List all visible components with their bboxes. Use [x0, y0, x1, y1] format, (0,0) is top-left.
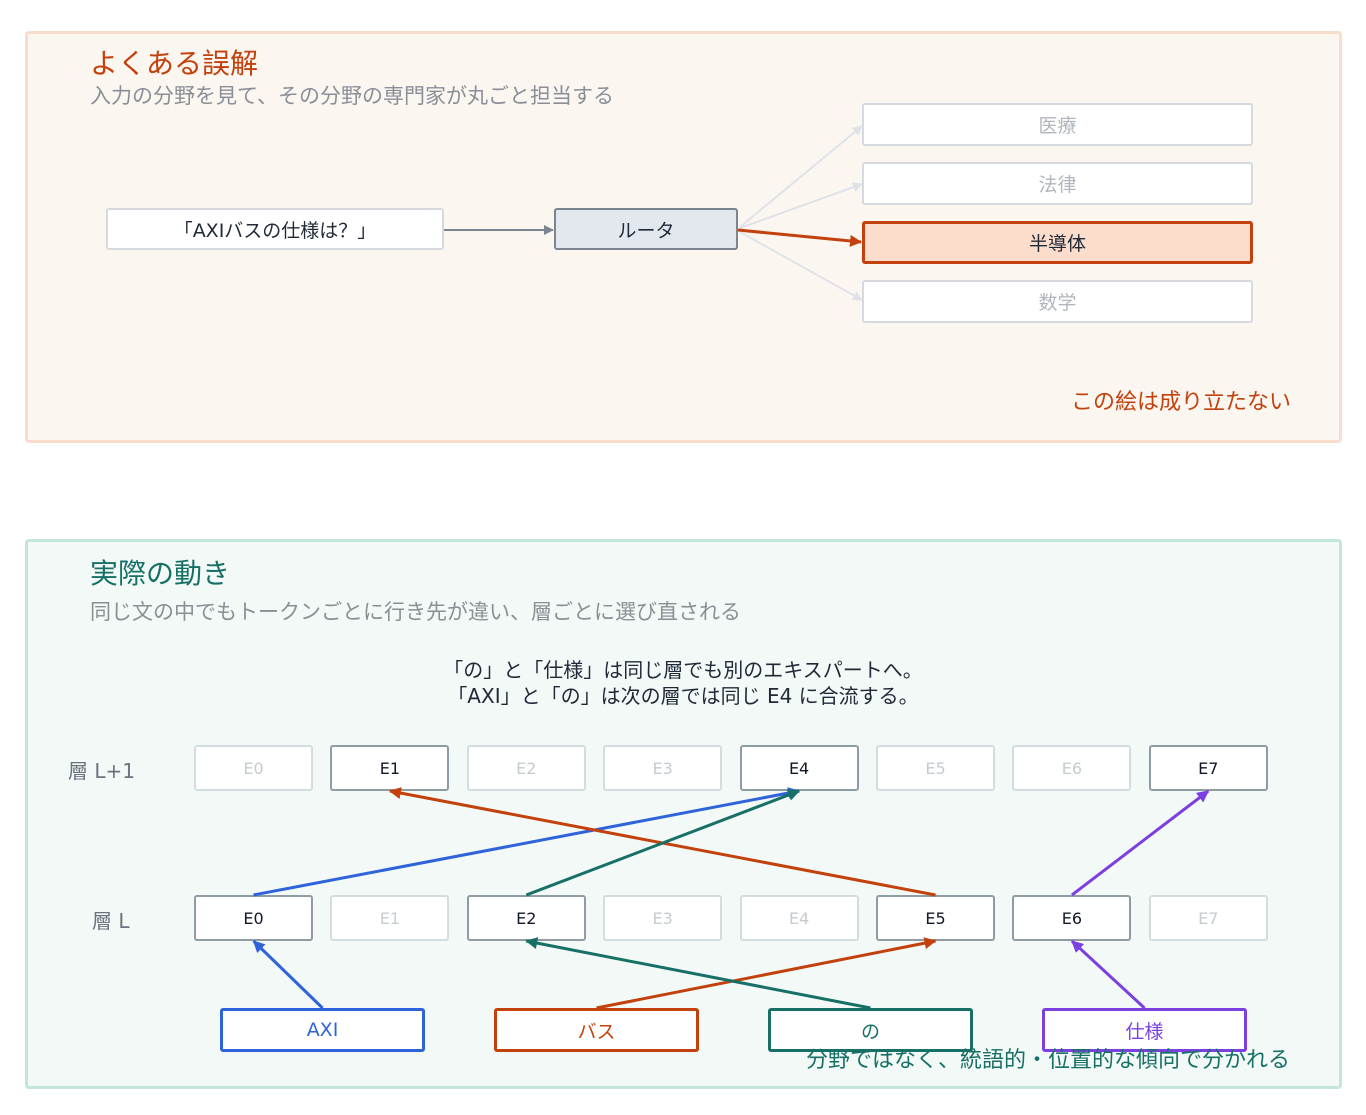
arrow-router-to-semiconductor	[737, 228, 862, 247]
route-token-0-to-layer-l1	[253, 787, 801, 897]
route-token-0-to-layer-l	[252, 939, 324, 1010]
route-token-3-to-layer-l1	[1070, 789, 1210, 897]
layer-lower-label: 層 L	[92, 909, 130, 933]
expert-box-medical: 医療	[862, 103, 1253, 146]
expert-upper-e7: E7	[1148, 745, 1268, 791]
route-token-2-to-layer-l	[525, 937, 871, 1010]
expert-box-math: 数学	[862, 280, 1253, 323]
input-box: 「AXIバスの仕様は？」	[106, 208, 444, 250]
reality-footer: 分野ではなく、統語的・位置的な傾向で分かれる	[805, 1048, 1290, 1073]
route-token-1-to-layer-l	[596, 937, 937, 1010]
misconception-title: よくある誤解	[90, 47, 259, 80]
expert-lower-e1: E1	[330, 895, 450, 941]
misconception-arrows	[444, 125, 863, 301]
reality-subtitle: 同じ文の中でもトークンごとに行き先が違い、層ごとに選び直される	[90, 600, 741, 624]
expert-box-semiconductor: 半導体	[862, 221, 1253, 264]
verdict-text: この絵は成り立たない	[1070, 390, 1291, 415]
route-token-3-to-layer-l	[1070, 939, 1146, 1010]
route-token-2-to-layer-l1	[525, 789, 801, 897]
arrow-router-to-math	[739, 231, 863, 301]
reality-title: 実際の動き	[90, 557, 231, 590]
expert-box-law: 法律	[862, 162, 1253, 205]
expert-upper-e2: E2	[466, 745, 586, 791]
reality-note-line2: 「AXI」と「の」は次の層では同じ E4 に合流する。	[447, 684, 919, 708]
router-box: ルータ	[554, 208, 738, 250]
token-box-0: AXI	[220, 1008, 425, 1052]
expert-lower-e7: E7	[1148, 895, 1268, 941]
token-box-1: バス	[494, 1008, 699, 1052]
expert-lower-e0: E0	[194, 895, 313, 941]
expert-upper-e0: E0	[194, 745, 313, 791]
expert-lower-e6: E6	[1012, 895, 1132, 941]
reality-note-line1: 「の」と「仕様」は同じ層でも別のエキスパートへ。	[443, 658, 923, 682]
expert-lower-e3: E3	[603, 895, 723, 941]
token-box-3: 仕様	[1042, 1008, 1247, 1052]
expert-upper-e6: E6	[1012, 745, 1132, 791]
token-box-2: の	[768, 1008, 973, 1052]
layer-upper-label: 層 L+1	[68, 759, 135, 783]
arrow-router-to-medical	[739, 125, 863, 228]
expert-upper-e5: E5	[876, 745, 995, 791]
arrow-router-to-law	[739, 182, 863, 229]
expert-lower-e4: E4	[739, 895, 859, 941]
misconception-subtitle: 入力の分野を見て、その分野の専門家が丸ごと担当する	[90, 84, 614, 108]
expert-upper-e3: E3	[603, 745, 723, 791]
